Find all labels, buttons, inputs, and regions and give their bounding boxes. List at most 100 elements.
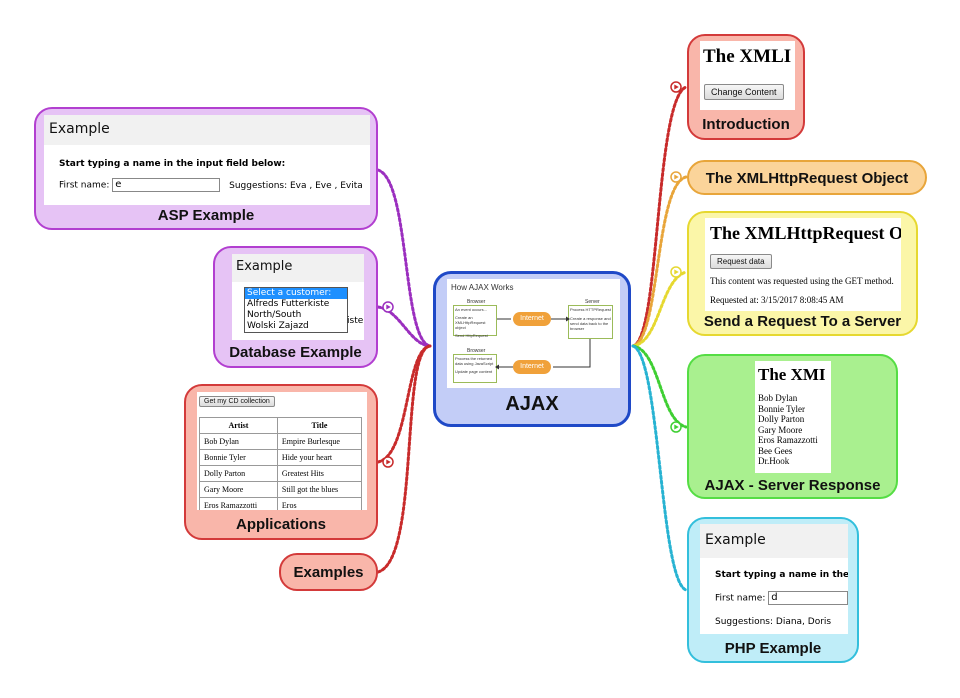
cd-artist: Bob Dylan	[199, 433, 278, 450]
asp-screenshot: Example Start typing a name in the input…	[44, 115, 370, 205]
browser-top-line: An event occurs...	[455, 307, 488, 312]
node-xhr-object[interactable]: The XMLHttpRequest Object	[687, 160, 927, 195]
internet-pill-bottom: Internet	[513, 360, 551, 374]
asp-example-label: ASP Example	[157, 207, 255, 224]
cd-header-title: Title	[276, 417, 363, 434]
connector-introduction	[631, 85, 688, 348]
introduction-screenshot: The XMLI Change Content	[700, 41, 795, 110]
cd-title: Greatest Hits	[276, 465, 363, 482]
connector-php	[631, 344, 688, 592]
node-examples[interactable]: Examples	[279, 553, 378, 591]
internet-pill-top: Internet	[513, 312, 551, 326]
applications-screenshot: Get my CD collection Artist Title Bob Dy…	[197, 392, 367, 510]
connector-xhr-object	[631, 175, 688, 348]
asp-example-header: Example	[44, 115, 370, 145]
ajax-flow-arrows	[495, 316, 591, 370]
send-request-screenshot: The XMLHttpRequest O Request data This c…	[705, 218, 901, 311]
browser-top-title: Browser	[467, 299, 486, 305]
cd-header-artist: Artist	[199, 417, 278, 434]
customer-option-2[interactable]: North/South	[247, 310, 302, 320]
server-line: Process HTTPRequest	[570, 307, 611, 312]
list-item: Bonnie Tyler	[758, 403, 805, 414]
connector-applications	[376, 344, 432, 464]
change-content-button[interactable]: Change Content	[704, 84, 784, 100]
cd-title: Still got the blues	[276, 481, 363, 498]
introduction-label: Introduction	[702, 116, 790, 133]
php-screenshot: Example Start typing a name in the First…	[700, 524, 848, 634]
database-example-header: Example	[232, 254, 364, 282]
server-response-label: AJAX - Server Response	[704, 477, 881, 494]
server-box: Process HTTPRequest Create a response an…	[568, 305, 613, 339]
server-title: Server	[585, 299, 600, 305]
customer-option-0[interactable]: Select a customer:	[245, 288, 347, 299]
database-trailing-text: iste	[347, 316, 364, 326]
artist-list: Bob Dylan Bonnie Tyler Dolly Parton Gary…	[758, 393, 831, 467]
node-send-request[interactable]: The XMLHttpRequest O Request data This c…	[687, 211, 918, 336]
send-request-heading: The XMLHttpRequest O	[710, 223, 901, 243]
node-applications[interactable]: Get my CD collection Artist Title Bob Dy…	[184, 384, 378, 540]
php-first-name-label: First name:	[715, 593, 766, 604]
cd-title: Eros	[276, 497, 363, 510]
customer-select-list[interactable]: Select a customer: Alfreds Futterkiste N…	[244, 287, 348, 333]
browser-top-line: Send HttpRequest	[455, 333, 488, 338]
node-php-example[interactable]: Example Start typing a name in the First…	[687, 517, 859, 663]
examples-label: Examples	[293, 564, 364, 581]
introduction-heading: The XMLI	[703, 46, 792, 67]
list-item: Dolly Parton	[758, 414, 805, 424]
cd-artist: Gary Moore	[199, 481, 278, 498]
node-server-response[interactable]: The XMI Bob Dylan Bonnie Tyler Dolly Par…	[687, 354, 898, 499]
asp-name-input[interactable]: e	[112, 178, 221, 192]
node-asp-example[interactable]: Example Start typing a name in the input…	[34, 107, 378, 230]
browser-bottom-line: Update page content	[455, 369, 493, 374]
server-line: Create a response and send data back to …	[570, 316, 611, 331]
browser-top-box: An event occurs... Create an XMLHttpRequ…	[453, 305, 497, 338]
list-item: Gary Moore	[758, 424, 803, 435]
send-request-label: Send a Request To a Server	[703, 313, 902, 330]
php-instruction: Start typing a name in the	[715, 570, 848, 580]
list-item: Bob Dylan	[758, 393, 798, 403]
xhr-object-label: The XMLHttpRequest Object	[705, 170, 909, 187]
send-request-line2: Requested at: 3/15/2017 8:08:45 AM	[710, 295, 844, 305]
php-name-input[interactable]: d	[768, 591, 848, 605]
database-example-label: Database Example	[229, 344, 362, 361]
send-request-line1: This content was requested using the GET…	[710, 276, 894, 286]
cd-artist: Eros Ramazzotti	[199, 497, 278, 510]
node-introduction[interactable]: The XMLI Change Content Introduction	[687, 34, 805, 140]
browser-bottom-box: Process the returned data using JavaScri…	[453, 354, 497, 383]
browser-bottom-line: Process the returned data using JavaScri…	[455, 356, 494, 366]
customer-option-1[interactable]: Alfreds Futterkiste	[247, 299, 330, 309]
cd-title: Hide your heart	[276, 449, 363, 466]
list-item: Bee Gees	[758, 445, 793, 456]
asp-suggestions: Suggestions: Eva , Eve , Evita	[229, 180, 363, 191]
applications-label: Applications	[235, 516, 326, 533]
server-response-heading: The XMI	[758, 365, 826, 384]
php-example-header: Example	[700, 524, 848, 558]
ajax-label: AJAX	[505, 393, 559, 415]
asp-first-name-label: First name:	[59, 180, 110, 191]
how-ajax-works-title: How AJAX Works	[451, 283, 514, 292]
cd-artist: Bonnie Tyler	[199, 449, 278, 466]
php-example-label: PHP Example	[724, 640, 822, 657]
list-item: Eros Ramazzotti	[758, 435, 818, 445]
server-response-screenshot: The XMI Bob Dylan Bonnie Tyler Dolly Par…	[755, 361, 831, 473]
php-suggestions: Suggestions: Diana, Doris	[715, 617, 832, 627]
connector-examples	[376, 344, 432, 574]
cd-artist: Dolly Parton	[199, 465, 278, 482]
cd-title: Empire Burlesque	[276, 433, 363, 450]
node-ajax-central[interactable]: How AJAX Works Browser An event occurs..…	[433, 271, 631, 427]
browser-bottom-title: Browser	[467, 348, 486, 354]
node-database-example[interactable]: Example Select a customer: Alfreds Futte…	[213, 246, 378, 368]
request-data-button[interactable]: Request data	[710, 254, 772, 269]
how-ajax-works-diagram: How AJAX Works Browser An event occurs..…	[447, 279, 620, 388]
customer-option-3[interactable]: Wolski Zajazd	[247, 321, 309, 331]
connector-asp	[376, 168, 432, 348]
browser-top-line: Create an XMLHttpRequest object	[455, 315, 486, 330]
get-cd-collection-button[interactable]: Get my CD collection	[199, 396, 275, 407]
